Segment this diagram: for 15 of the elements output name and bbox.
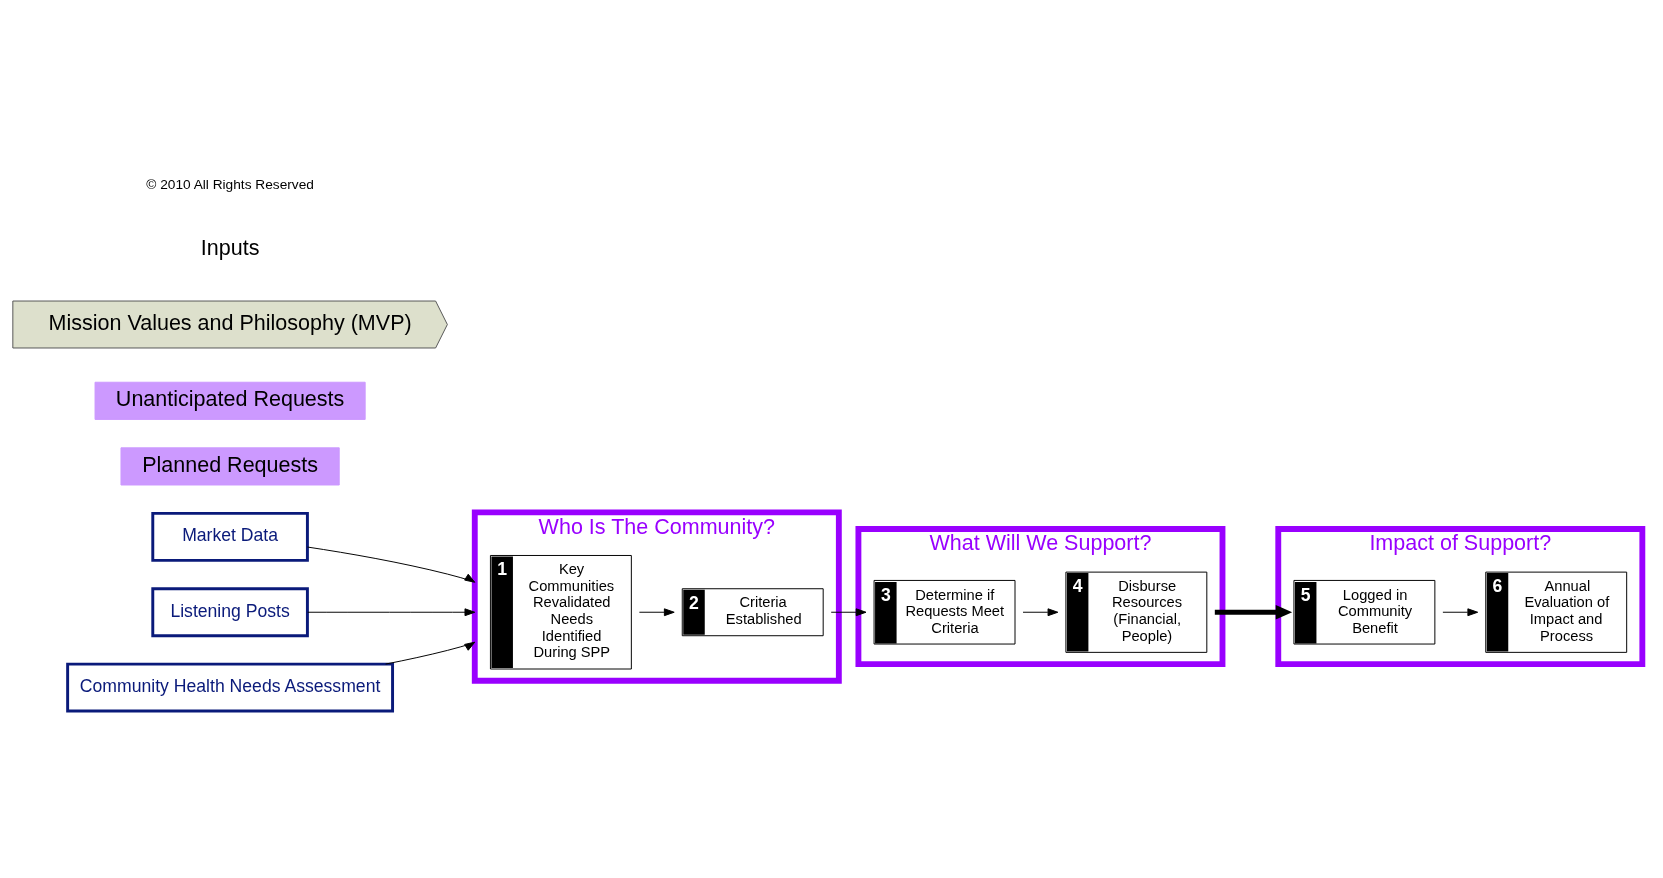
node-box: Unanticipated Requests: [94, 381, 366, 420]
label: © 2010 All Rights Reserved: [146, 176, 314, 192]
arrow: [307, 546, 476, 583]
arrow: [1022, 607, 1059, 616]
arrow: [638, 607, 675, 616]
arrow: [1442, 607, 1479, 616]
node-box: Planned Requests: [120, 446, 340, 485]
arrow: [385, 641, 476, 665]
arrow: [830, 607, 867, 616]
node-box: Market Data: [151, 511, 309, 562]
node-box: Listening Posts: [151, 586, 309, 637]
node-box: Community Health Needs Assessment: [66, 662, 395, 713]
arrow: [1214, 604, 1293, 619]
arrow: [307, 607, 476, 616]
label: Inputs: [200, 235, 260, 260]
